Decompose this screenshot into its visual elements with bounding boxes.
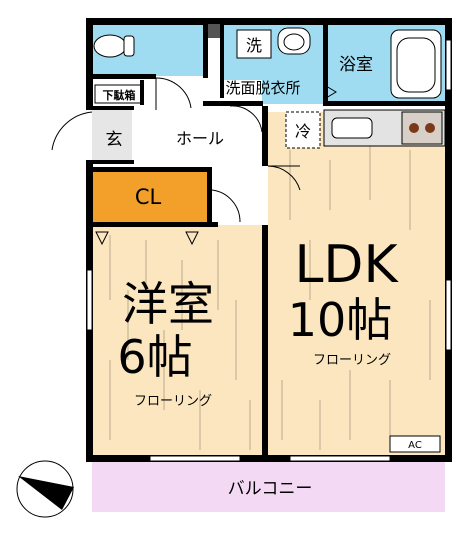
balcony-label: バルコニー (228, 479, 313, 499)
balcony-floor (92, 462, 445, 512)
shoe-box-label: 下駄箱 (103, 88, 136, 102)
pillar (208, 24, 220, 38)
fridge-label: 冷 (295, 122, 311, 141)
western-room-floor (92, 225, 262, 456)
bathroom-label: 浴室 (339, 55, 373, 75)
toilet-icon (93, 34, 135, 58)
washer-box (236, 29, 272, 59)
western-room-size: 6帖 (117, 330, 192, 384)
entrance-label: 玄 (106, 130, 123, 150)
bathtub-icon (390, 29, 442, 99)
western-room-floor-label: フローリング (134, 394, 212, 409)
closet-box (92, 170, 207, 222)
sink-icon (277, 27, 311, 55)
entrance-floor (92, 110, 132, 162)
ldk-name: LDK (294, 235, 399, 295)
western-room-name: 洋室 (122, 277, 214, 331)
ldk-floor-label: フローリング (313, 353, 391, 368)
closet-label: CL (135, 185, 162, 209)
ldk-floor (268, 112, 445, 456)
stove-icon (401, 111, 443, 145)
ldk-size: 10帖 (288, 293, 393, 347)
compass-icon (16, 460, 74, 518)
fridge-space (285, 111, 321, 149)
ac-box (389, 435, 441, 453)
doors (51, 77, 337, 246)
washroom-label: 洗面脱衣所 (225, 79, 300, 97)
washer-label: 洗 (246, 36, 262, 55)
windows (86, 39, 452, 462)
ac-label: AC (408, 440, 422, 451)
hall-label: ホール (176, 129, 224, 148)
